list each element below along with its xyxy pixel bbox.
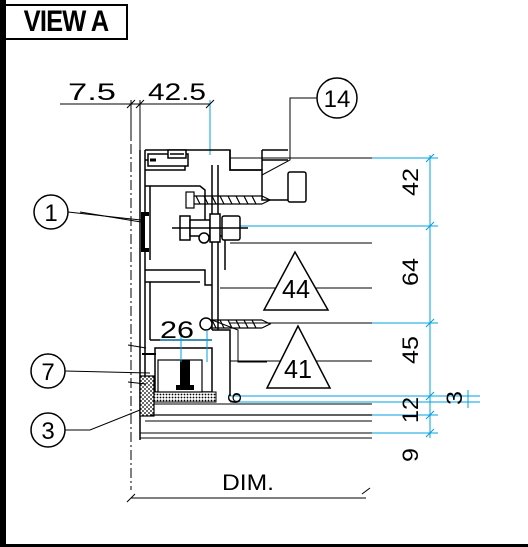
dim-42: 42 bbox=[398, 168, 423, 196]
triangle-41: 41 bbox=[211, 319, 332, 389]
callout-14: 14 bbox=[261, 77, 358, 176]
top-dimensions: 7.5 42.5 bbox=[60, 79, 215, 155]
dim-label: DIM. bbox=[222, 470, 274, 495]
callout-7: 7 bbox=[30, 353, 151, 389]
dim-26: 26 bbox=[160, 317, 194, 344]
right-dimension-chain bbox=[230, 155, 480, 438]
dim-3: 3 bbox=[442, 391, 467, 405]
triangle-41-label: 41 bbox=[284, 354, 312, 384]
callout-1: 1 bbox=[33, 194, 142, 230]
right-dimension-labels: 42 64 45 12 9 3 6 bbox=[225, 168, 467, 462]
dim-7-5: 7.5 bbox=[68, 79, 116, 106]
dim-26-group: 26 bbox=[160, 317, 212, 362]
view-title: VIEW A bbox=[23, 5, 109, 38]
callout-3: 3 bbox=[30, 409, 141, 448]
dim-42-5: 42.5 bbox=[148, 79, 206, 106]
gasket-block bbox=[79, 211, 149, 252]
page-border-bottom bbox=[0, 544, 528, 547]
page-border-left bbox=[0, 0, 6, 547]
callout-7-label: 7 bbox=[41, 359, 54, 386]
bolt-nut bbox=[172, 213, 248, 331]
callout-14-label: 14 bbox=[324, 86, 351, 113]
dim-9: 9 bbox=[398, 448, 423, 462]
dim-12: 12 bbox=[398, 397, 423, 423]
callout-1-label: 1 bbox=[44, 200, 57, 227]
callout-3-label: 3 bbox=[41, 418, 54, 445]
triangle-44-label: 44 bbox=[282, 274, 310, 304]
dim-45: 45 bbox=[398, 336, 423, 364]
title-box: VIEW A bbox=[4, 4, 128, 40]
top-cap bbox=[147, 149, 189, 167]
triangle-44: 44 bbox=[220, 250, 330, 311]
glazing-pocket bbox=[127, 344, 372, 417]
dim-6: 6 bbox=[225, 392, 245, 404]
screws bbox=[185, 191, 272, 329]
right-dimension-ticks bbox=[425, 153, 435, 438]
bottom-dimension: DIM. bbox=[126, 470, 371, 503]
dim-64: 64 bbox=[398, 258, 423, 286]
